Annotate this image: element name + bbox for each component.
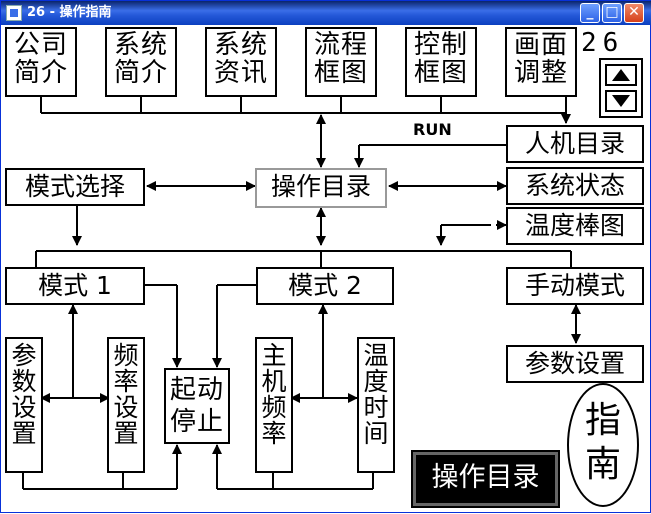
menu-company-intro[interactable]: 公司简介: [5, 27, 77, 97]
menu-system-info[interactable]: 系统资讯: [205, 27, 277, 97]
minimize-button[interactable]: _: [580, 3, 600, 23]
menu-system-intro[interactable]: 系统简介: [105, 27, 177, 97]
close-button[interactable]: ✕: [624, 3, 644, 23]
scroll-down-button[interactable]: [605, 90, 637, 112]
maximize-button[interactable]: □: [602, 3, 622, 23]
connector-lines: [22, 97, 581, 490]
menu-start-stop[interactable]: 起动停止: [164, 368, 230, 444]
menu-param-settings[interactable]: 参数设置: [506, 345, 644, 383]
scroll-up-arrow-icon: [612, 69, 630, 81]
menu-operation-directory[interactable]: 操作目录: [255, 168, 387, 208]
app-icon: [6, 5, 22, 21]
menu-mode-select[interactable]: 模式选择: [5, 168, 145, 206]
menu-hmi-directory[interactable]: 人机目录: [506, 125, 644, 163]
menu-system-status[interactable]: 系统状态: [506, 167, 644, 205]
page-number: 26: [581, 28, 625, 58]
guide-badge: 指南: [567, 383, 639, 507]
diagram-area: 公司简介 系统简介 系统资讯 流程框图 控制框图 画面调整 26 RUN 人机目…: [1, 25, 651, 514]
menu-main-frequency[interactable]: 主机频率: [255, 337, 293, 473]
menu-temperature-bars[interactable]: 温度棒图: [506, 207, 644, 245]
operation-directory-button[interactable]: 操作目录: [411, 450, 560, 508]
menu-manual-mode[interactable]: 手动模式: [506, 267, 644, 305]
menu-mode1[interactable]: 模式 1: [5, 267, 145, 305]
menu-process-flow[interactable]: 流程框图: [305, 27, 377, 97]
menu-mode2[interactable]: 模式 2: [256, 267, 394, 305]
window-title: 26 - 操作指南: [27, 5, 112, 20]
run-label: RUN: [413, 120, 452, 139]
menu-control-diagram[interactable]: 控制框图: [405, 27, 477, 97]
scroll-down-arrow-icon: [612, 95, 630, 107]
menu-param-settings-vertical[interactable]: 参数设置: [5, 337, 43, 473]
menu-temperature-time[interactable]: 温度时间: [357, 337, 395, 473]
title-bar: 26 - 操作指南 _ □ ✕: [1, 1, 651, 25]
page-scroller: [599, 58, 643, 118]
menu-frequency-settings[interactable]: 频率设置: [107, 337, 145, 473]
menu-screen-adjust[interactable]: 画面调整: [505, 27, 577, 97]
scroll-up-button[interactable]: [605, 64, 637, 86]
